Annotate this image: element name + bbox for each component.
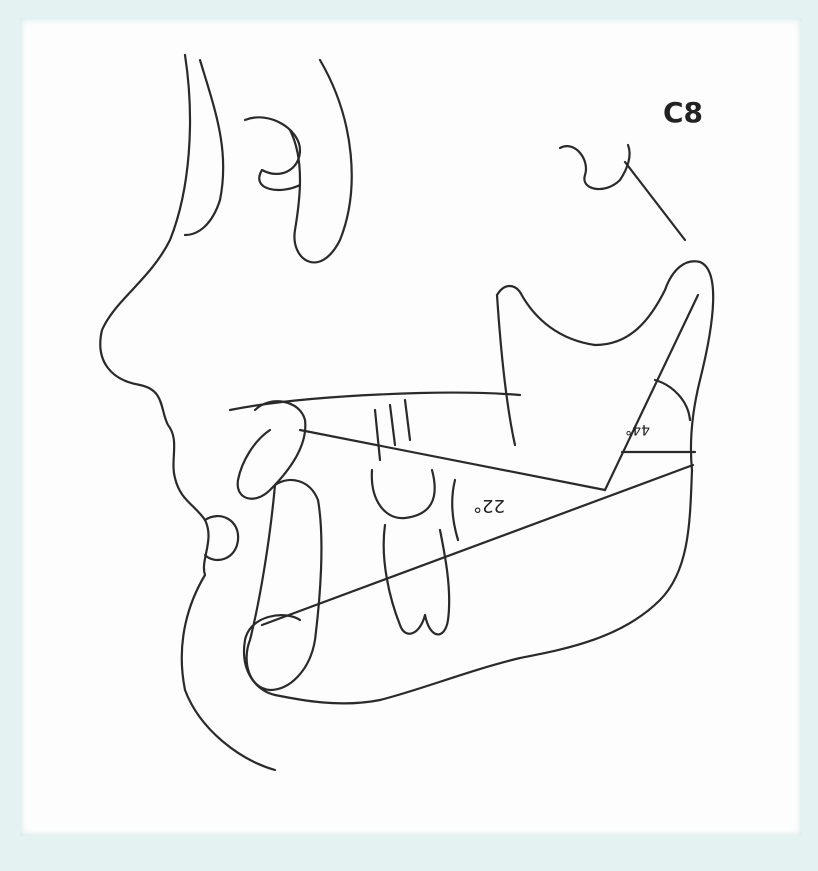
mandibular-plane-line [262, 465, 693, 625]
nasal-concha [245, 117, 300, 190]
occlusal-line [300, 430, 605, 490]
soft-tissue-profile [100, 55, 275, 770]
chin-outline [205, 516, 238, 560]
angle-label-upper: 44° [625, 421, 650, 437]
ear-line [625, 162, 685, 240]
ear-curl [560, 145, 630, 189]
upper-molar [372, 400, 435, 518]
upper-incisor [238, 401, 306, 498]
lower-incisor [247, 480, 322, 690]
lower-molar [384, 525, 450, 634]
angle-arc-upper [655, 380, 690, 420]
mandible-border [244, 470, 692, 703]
nasal-bone [185, 60, 223, 235]
ramus-outline [497, 261, 713, 470]
orbit-outline [290, 60, 352, 262]
label-top-right: C8 [663, 96, 703, 129]
angle-label-lower: 22° [473, 495, 505, 516]
angle-arc-lower [452, 480, 458, 540]
ramus-line [605, 295, 698, 490]
